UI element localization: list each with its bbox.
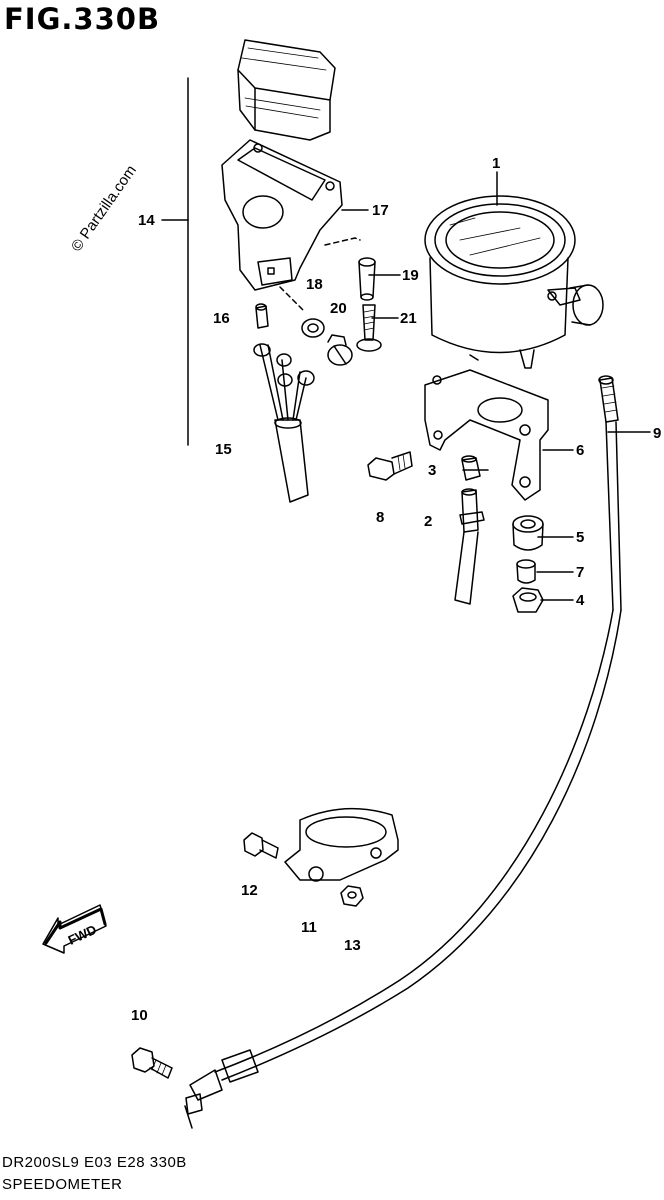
spacer-19 <box>359 258 375 300</box>
callout-14: 14 <box>138 212 155 229</box>
diagram-code: DR200SL9 E03 E28 330B <box>2 1154 187 1171</box>
callout-18: 18 <box>306 276 323 293</box>
bolt-8 <box>368 452 412 480</box>
callout-9: 9 <box>653 425 662 442</box>
wire-harness <box>254 344 314 502</box>
bulb-16 <box>256 304 268 328</box>
socket-wire-2 <box>455 489 484 604</box>
screw-21 <box>357 305 381 351</box>
figure-title: FIG.330B <box>4 2 161 36</box>
callout-1: 1 <box>492 155 501 172</box>
switch-housing <box>222 140 342 290</box>
callout-20: 20 <box>330 300 347 317</box>
callout-8: 8 <box>376 509 385 526</box>
grommet-18 <box>302 319 324 337</box>
callout-5: 5 <box>576 529 585 546</box>
callout-13: 13 <box>344 937 361 954</box>
clamp-11 <box>285 809 398 881</box>
callout-17: 17 <box>372 202 389 219</box>
callout-12: 12 <box>241 882 258 899</box>
nut-13 <box>341 886 363 906</box>
switch-cover <box>238 40 335 140</box>
cushion-5 <box>513 516 543 550</box>
callout-19: 19 <box>402 267 419 284</box>
bolt-10 <box>132 1048 172 1078</box>
callout-21: 21 <box>400 310 417 327</box>
nut-4 <box>513 588 543 612</box>
callout-7: 7 <box>576 564 585 581</box>
bulb-3 <box>462 456 480 480</box>
callout-16: 16 <box>213 310 230 327</box>
bolt-12 <box>244 833 278 858</box>
callout-10: 10 <box>131 1007 148 1024</box>
callout-2: 2 <box>424 513 433 530</box>
callout-15: 15 <box>215 441 232 458</box>
knob-20 <box>328 335 352 365</box>
leader-lines <box>162 78 650 600</box>
spacer-7 <box>517 560 535 583</box>
callout-3: 3 <box>428 462 437 479</box>
callout-6: 6 <box>576 442 585 459</box>
callout-11: 11 <box>301 919 317 936</box>
speedometer-meter <box>425 196 603 368</box>
speedometer-cable <box>185 376 621 1128</box>
diagram-name: SPEEDOMETER <box>2 1176 123 1193</box>
meter-bracket <box>425 370 548 500</box>
fwd-arrow-icon <box>43 905 106 953</box>
callout-4: 4 <box>576 592 585 609</box>
